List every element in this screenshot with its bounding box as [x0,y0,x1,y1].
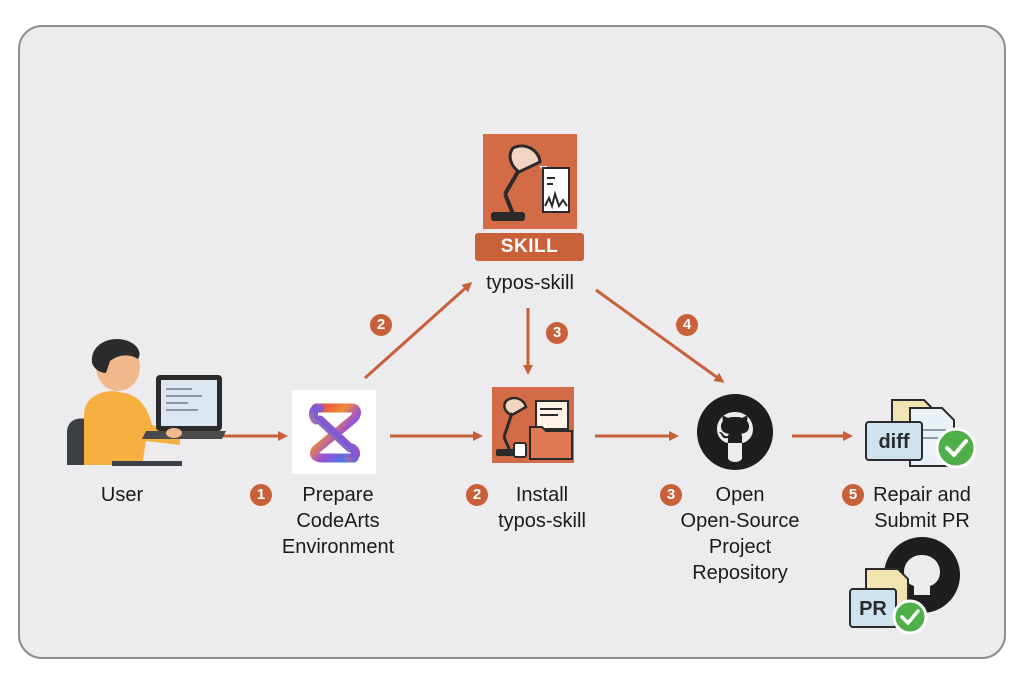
install-label-2: typos-skill [498,510,586,532]
diff-text: diff [878,431,909,453]
skill-banner: SKILL [475,233,584,261]
repair-label-2: Submit PR [874,510,970,532]
step-badge-repair: 5 [842,484,864,506]
step-badge-open: 3 [660,484,682,506]
lamp-icon [483,134,577,229]
arrow-codearts-to-skill [363,281,473,380]
install-label-1: Install [515,484,569,506]
open-label-3: Project [708,536,772,558]
step-badge-prepare: 1 [250,484,272,506]
diagram-canvas [18,25,1006,659]
skill-name: typos-skill [486,272,574,294]
arrow-badge-skill-to-install: 3 [546,322,568,344]
prepare-label-3: Environment [281,536,395,558]
github-icon [697,394,773,470]
lamp-folder-icon [492,387,574,463]
arrow-badge-skill-to-repo: 4 [676,314,698,336]
arrow-badge-to-skill: 2 [370,314,392,336]
arrow-skill-to-repo [595,288,725,383]
pull-request-icon: PR [849,537,960,635]
prepare-label-2: CodeArts [296,510,380,532]
pr-text: PR [859,598,887,620]
step-badge-install: 2 [466,484,488,506]
user-label: User [100,484,144,506]
codearts-logo-icon [292,390,376,474]
diff-file-icon: diff [865,399,977,469]
prepare-label-1: Prepare [302,484,374,506]
user-at-laptop-icon [67,339,226,466]
repair-label-1: Repair and [873,484,971,506]
open-label-1: Open [715,484,765,506]
open-label-4: Repository [692,562,788,584]
open-label-2: Open-Source [680,510,800,532]
